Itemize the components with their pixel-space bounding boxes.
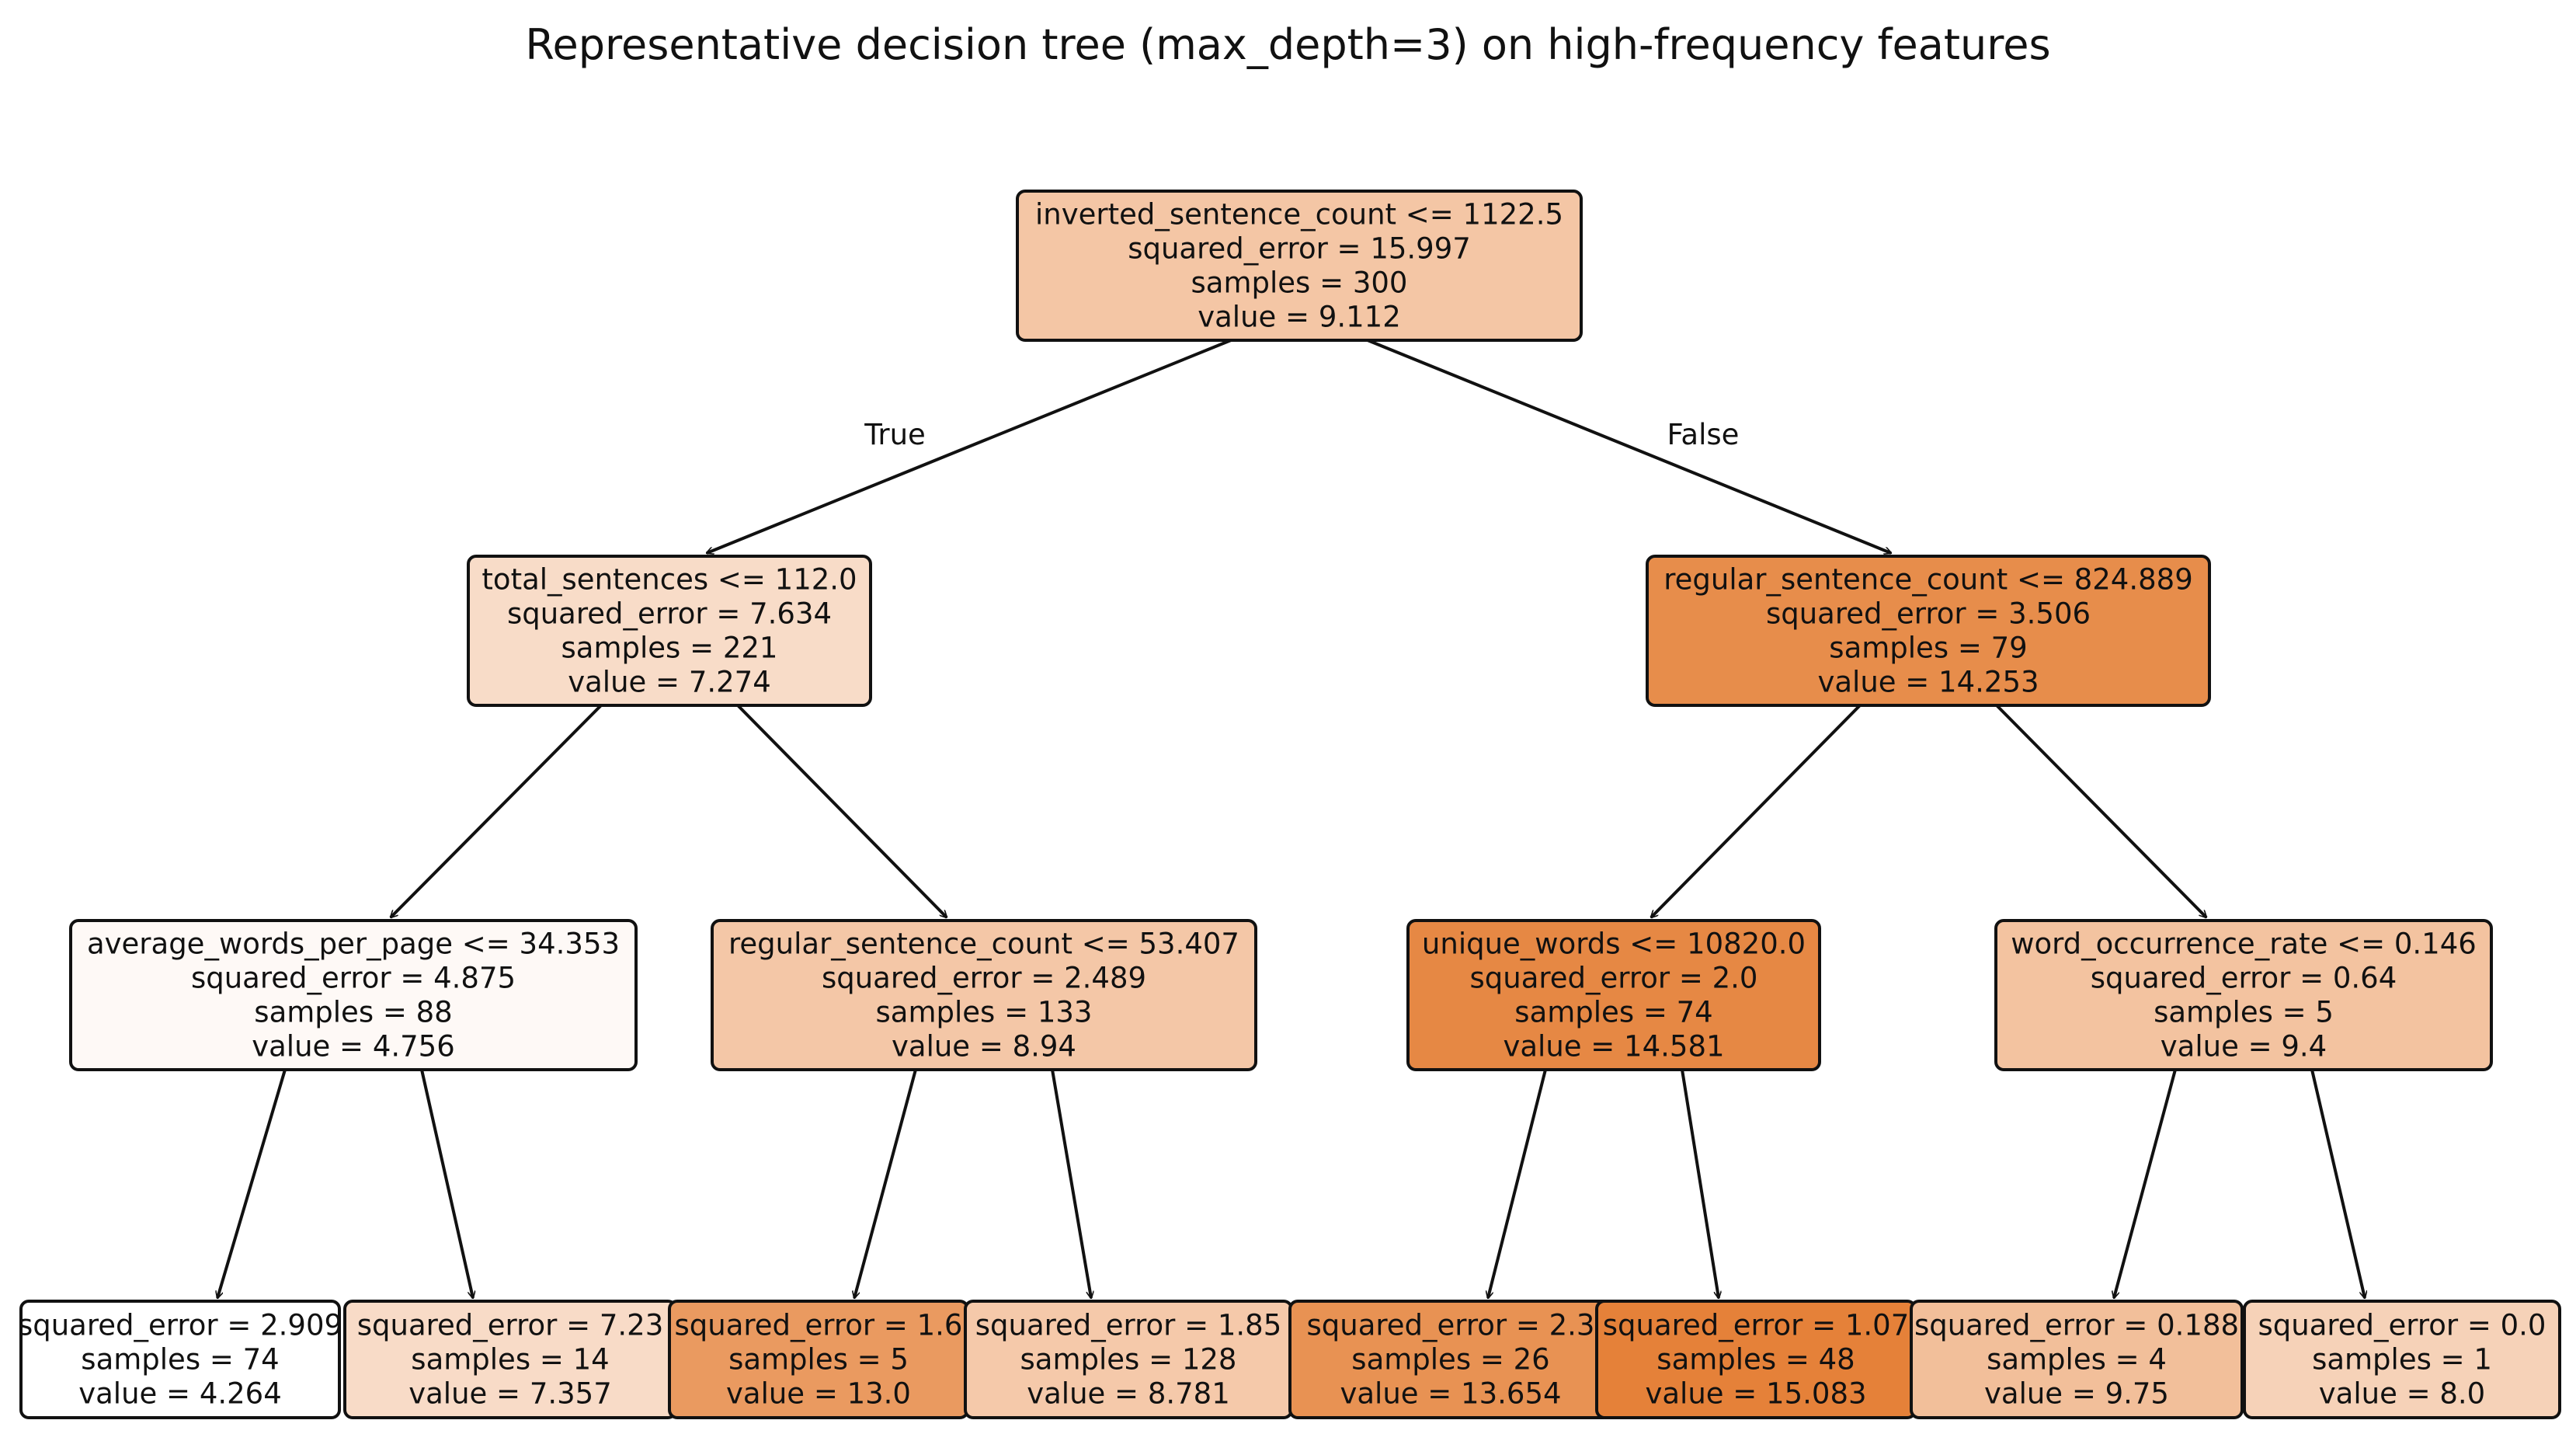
edge-n6-n14 xyxy=(2310,1069,2365,1298)
node-box xyxy=(711,919,1257,1071)
node-line: squared_error = 0.188 xyxy=(1914,1308,2239,1342)
edge-n3-n8 xyxy=(420,1069,473,1298)
nodes-layer: inverted_sentence_count <= 1122.5squared… xyxy=(18,190,2561,1419)
edge-n2-n6 xyxy=(1995,704,2206,917)
node-box xyxy=(1910,1300,2244,1419)
node-line: value = 8.781 xyxy=(1027,1377,1230,1410)
tree-node-n2: regular_sentence_count <= 824.889squared… xyxy=(1646,555,2211,707)
node-line: value = 15.083 xyxy=(1645,1377,1866,1410)
node-line: value = 8.0 xyxy=(2319,1377,2485,1410)
node-line: regular_sentence_count <= 824.889 xyxy=(1663,562,2193,596)
edge-label-true: True xyxy=(864,418,926,451)
node-line: unique_words <= 10820.0 xyxy=(1422,927,1806,960)
node-line: value = 14.581 xyxy=(1503,1029,1724,1063)
node-line: value = 8.94 xyxy=(892,1029,1076,1063)
node-line: total_sentences <= 112.0 xyxy=(481,562,857,596)
node-line: samples = 221 xyxy=(561,631,778,664)
node-line: value = 9.75 xyxy=(1984,1377,2169,1410)
node-line: average_words_per_page <= 34.353 xyxy=(87,927,620,960)
node-line: squared_error = 4.875 xyxy=(191,961,516,994)
edge-label-false: False xyxy=(1667,418,1740,451)
node-line: inverted_sentence_count <= 1122.5 xyxy=(1035,197,1563,231)
node-line: squared_error = 15.997 xyxy=(1128,231,1471,265)
node-line: samples = 300 xyxy=(1191,266,1408,299)
node-line: squared_error = 3.506 xyxy=(1766,597,2091,630)
node-line: samples = 1 xyxy=(2312,1342,2492,1376)
tree-node-n6: word_occurrence_rate <= 0.146squared_err… xyxy=(1994,919,2493,1071)
node-line: samples = 26 xyxy=(1351,1342,1549,1376)
node-box xyxy=(1994,919,2493,1071)
diagram-title: Representative decision tree (max_depth=… xyxy=(525,20,2051,69)
node-line: squared_error = 0.64 xyxy=(2091,961,2397,994)
node-line: samples = 4 xyxy=(1987,1342,2167,1376)
node-box xyxy=(467,555,872,707)
edge-n1-n3 xyxy=(391,704,603,917)
edge-n5-n12 xyxy=(1681,1069,1719,1298)
tree-node-n0: inverted_sentence_count <= 1122.5squared… xyxy=(1016,190,1583,342)
edge-n4-n9 xyxy=(854,1069,917,1298)
node-box xyxy=(69,919,638,1071)
node-line: samples = 48 xyxy=(1656,1342,1855,1376)
node-box xyxy=(2243,1300,2561,1419)
tree-node-n3: average_words_per_page <= 34.353squared_… xyxy=(69,919,638,1071)
tree-node-n4: regular_sentence_count <= 53.407squared_… xyxy=(711,919,1257,1071)
edge-n0-n1 xyxy=(707,339,1232,553)
node-line: squared_error = 2.3 xyxy=(1307,1308,1595,1342)
node-line: samples = 74 xyxy=(81,1342,279,1376)
edge-n3-n7 xyxy=(217,1069,287,1298)
node-line: value = 13.0 xyxy=(726,1377,911,1410)
node-line: samples = 74 xyxy=(1514,995,1712,1029)
node-line: value = 4.756 xyxy=(252,1029,455,1063)
node-box xyxy=(1646,555,2211,707)
node-line: samples = 133 xyxy=(876,995,1093,1029)
node-line: value = 7.357 xyxy=(408,1377,612,1410)
node-line: squared_error = 1.85 xyxy=(975,1308,1282,1342)
node-line: samples = 128 xyxy=(1020,1342,1237,1376)
edge-n1-n4 xyxy=(736,704,947,917)
node-line: squared_error = 0.0 xyxy=(2258,1308,2546,1342)
node-line: samples = 5 xyxy=(728,1342,909,1376)
edge-n6-n13 xyxy=(2114,1069,2177,1298)
node-line: value = 7.274 xyxy=(568,665,771,698)
node-line: samples = 79 xyxy=(1829,631,2027,664)
node-box xyxy=(1016,190,1583,342)
node-line: squared_error = 1.07 xyxy=(1603,1308,1910,1342)
node-box xyxy=(19,1300,341,1419)
node-line: samples = 5 xyxy=(2154,995,2334,1029)
edge-n5-n11 xyxy=(1488,1069,1547,1298)
edges-layer: True False xyxy=(217,339,2365,1298)
node-line: value = 9.112 xyxy=(1198,300,1401,333)
node-line: squared_error = 2.0 xyxy=(1470,961,1758,994)
node-line: samples = 14 xyxy=(411,1342,609,1376)
node-line: squared_error = 7.634 xyxy=(507,597,832,630)
node-line: squared_error = 1.6 xyxy=(675,1308,963,1342)
edge-n0-n2 xyxy=(1367,339,1891,553)
node-line: value = 4.264 xyxy=(78,1377,282,1410)
node-line: value = 9.4 xyxy=(2161,1029,2327,1063)
node-line: word_occurrence_rate <= 0.146 xyxy=(2011,927,2477,960)
edge-n4-n10 xyxy=(1051,1069,1091,1298)
node-line: value = 14.253 xyxy=(1817,665,2039,698)
node-line: squared_error = 7.23 xyxy=(357,1308,664,1342)
node-line: squared_error = 2.909 xyxy=(18,1308,342,1342)
node-box xyxy=(1406,919,1821,1071)
node-line: samples = 88 xyxy=(254,995,452,1029)
node-line: squared_error = 2.489 xyxy=(822,961,1146,994)
edge-n2-n5 xyxy=(1651,704,1862,917)
node-line: regular_sentence_count <= 53.407 xyxy=(728,927,1239,960)
node-line: value = 13.654 xyxy=(1340,1377,1561,1410)
